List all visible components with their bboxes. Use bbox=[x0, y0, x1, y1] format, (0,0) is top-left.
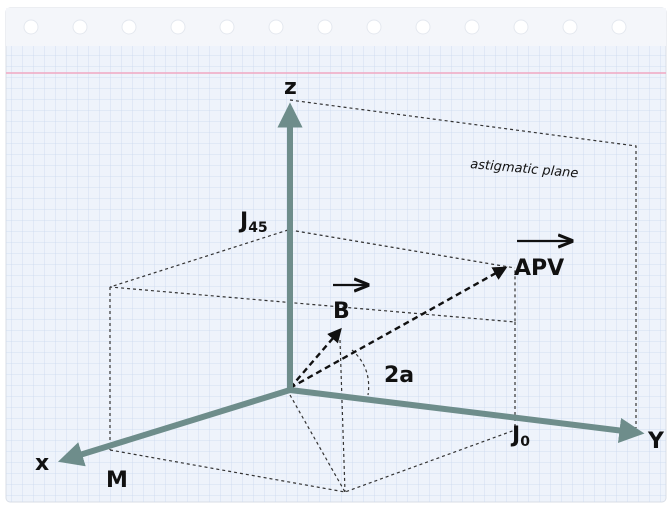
z-axis-label: z bbox=[284, 75, 297, 100]
apv-label: APV bbox=[514, 256, 564, 281]
angle-label: 2a bbox=[384, 363, 414, 388]
y-axis-label: Y bbox=[647, 429, 665, 454]
y-axis bbox=[287, 387, 645, 443]
x-axis-label: x bbox=[35, 451, 49, 476]
x-axis bbox=[57, 387, 293, 467]
dashed-box bbox=[109, 99, 637, 493]
j45-base: J bbox=[238, 209, 248, 234]
binder-holes bbox=[23, 19, 627, 35]
j45-subscript: 45 bbox=[248, 220, 267, 236]
axes bbox=[57, 102, 645, 467]
m-label: M bbox=[106, 468, 128, 493]
j0-base: J bbox=[510, 423, 520, 448]
b-label: B bbox=[333, 299, 350, 324]
b-vector bbox=[289, 327, 342, 389]
j0-label: J0 bbox=[510, 423, 530, 450]
j0-subscript: 0 bbox=[520, 434, 530, 450]
j45-label: J45 bbox=[238, 209, 268, 236]
apv-vector bbox=[289, 266, 508, 390]
